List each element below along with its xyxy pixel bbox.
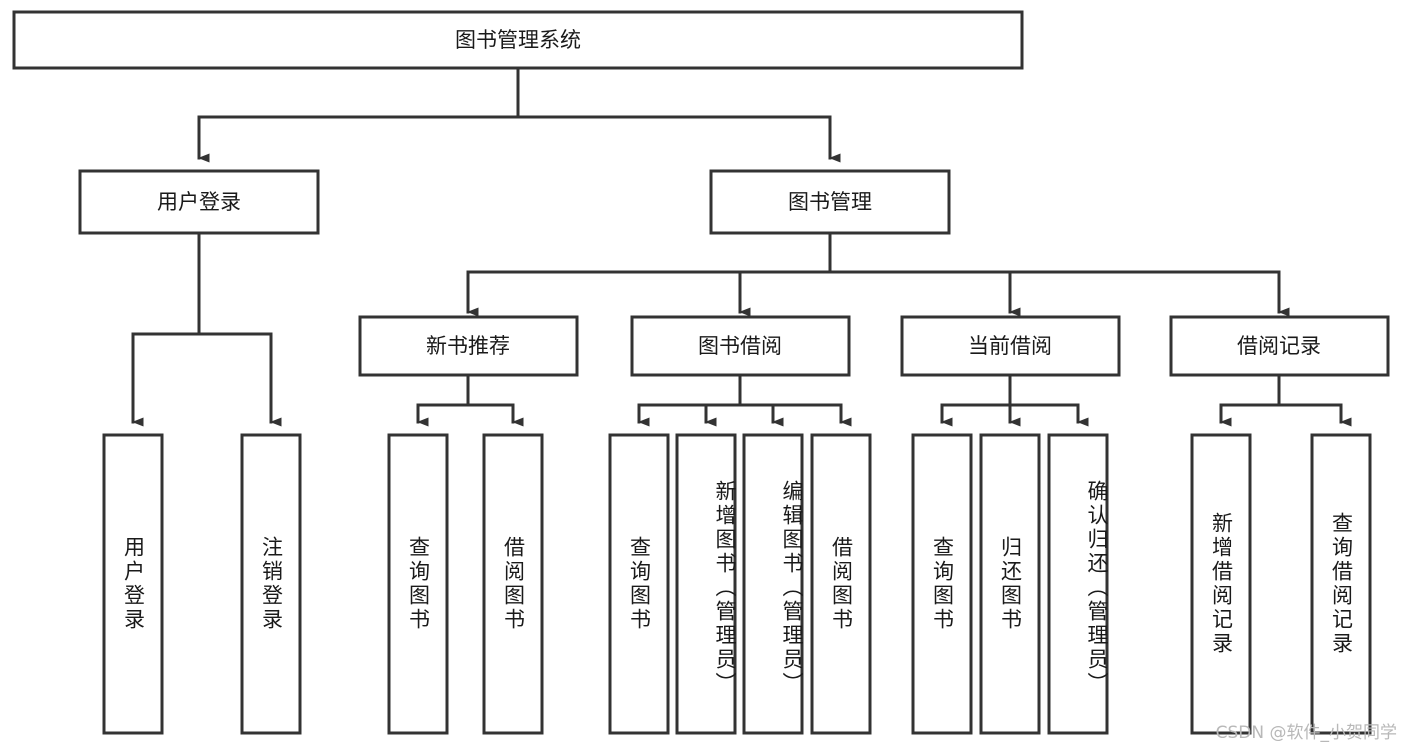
- leaf-box-nb-query-book[interactable]: [387, 433, 449, 735]
- leaf-box-br-add-record[interactable]: [1190, 433, 1252, 735]
- leaf-box-bb-query-book[interactable]: [608, 433, 670, 735]
- node-label-book-management: 图书管理: [788, 190, 872, 214]
- node-label-user-login: 用户登录: [157, 190, 241, 214]
- leaf-box-user-login-logout[interactable]: [240, 433, 302, 735]
- leaf-box-user-login-login[interactable]: [102, 433, 164, 735]
- node-label-root: 图书管理系统: [455, 28, 581, 52]
- node-label-new-book-recommend: 新书推荐: [426, 334, 510, 358]
- node-label-borrow-record: 借阅记录: [1237, 334, 1321, 358]
- node-new-book-recommend[interactable]: [358, 315, 579, 377]
- node-user-login[interactable]: [78, 169, 320, 235]
- node-label-book-borrow: 图书借阅: [698, 334, 782, 358]
- node-book-borrow[interactable]: [630, 315, 851, 377]
- watermark: CSDN @软件_小贺同学: [1215, 723, 1397, 743]
- node-current-borrow[interactable]: [900, 315, 1121, 377]
- leaf-box-cb-confirm-return[interactable]: [1047, 433, 1109, 735]
- node-book-management-system[interactable]: [12, 10, 1024, 70]
- leaf-box-bb-add-book[interactable]: [675, 433, 737, 735]
- leaf-box-bb-edit-book[interactable]: [742, 433, 804, 735]
- node-borrow-record[interactable]: [1169, 315, 1390, 377]
- node-book-management[interactable]: [709, 169, 951, 235]
- node-label-current-borrow: 当前借阅: [968, 334, 1052, 358]
- leaf-box-nb-borrow-book[interactable]: [482, 433, 544, 735]
- leaf-box-cb-return-book[interactable]: [979, 433, 1041, 735]
- leaf-box-br-query-record[interactable]: [1310, 433, 1372, 735]
- leaf-box-bb-borrow-book[interactable]: [810, 433, 872, 735]
- leaf-box-cb-query-book[interactable]: [911, 433, 973, 735]
